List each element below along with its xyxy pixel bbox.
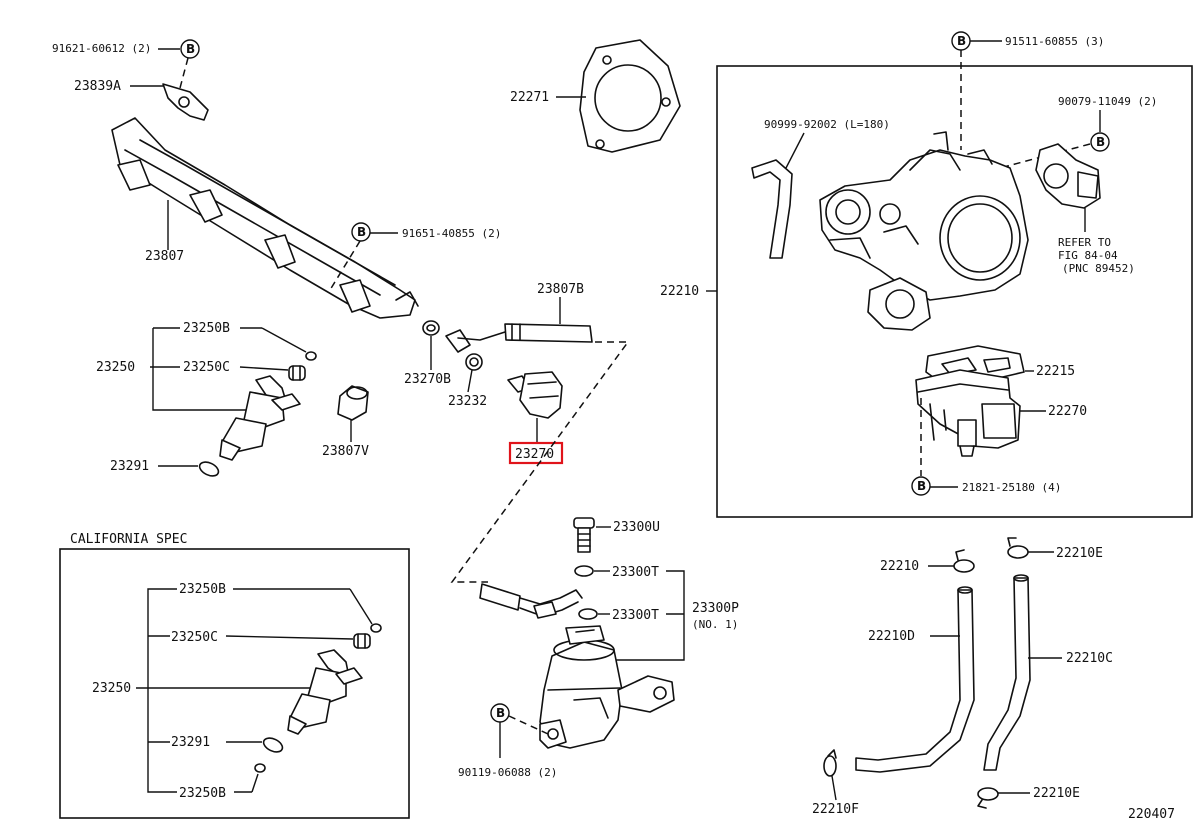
label-23807V[interactable]: 23807V xyxy=(322,444,369,459)
o-ring-small-icon xyxy=(370,623,382,633)
label-23300T-b[interactable]: 23300T xyxy=(612,608,659,623)
gasket-23232-icon xyxy=(465,353,483,371)
bolt-symbol-icon: B xyxy=(911,476,931,496)
label-22210-clip[interactable]: 22210 xyxy=(880,559,919,574)
figure-number: 220407 xyxy=(1128,807,1175,822)
label-23807B[interactable]: 23807B xyxy=(537,282,584,297)
label-22210F[interactable]: 22210F xyxy=(812,802,859,817)
label-23250-top[interactable]: 23250 xyxy=(96,360,135,375)
label-91511[interactable]: 91511-60855 (3) xyxy=(1005,35,1104,48)
label-90119[interactable]: 90119-06088 (2) xyxy=(458,766,557,779)
label-22270[interactable]: 22270 xyxy=(1048,404,1087,419)
label-23270B[interactable]: 23270B xyxy=(404,372,451,387)
water-hose-C-icon xyxy=(983,574,1031,771)
label-23250B-cal-a[interactable]: 23250B xyxy=(179,582,226,597)
fuel-rail-icon xyxy=(111,117,419,319)
label-23270[interactable]: 23270 xyxy=(515,447,554,462)
union-bolt-icon xyxy=(573,517,595,553)
svg-text:B: B xyxy=(186,42,195,56)
fuel-injector-icon xyxy=(219,375,301,461)
label-23300U[interactable]: 23300U xyxy=(613,520,660,535)
hose-clip-icon xyxy=(1007,537,1029,559)
label-22210C[interactable]: 22210C xyxy=(1066,651,1113,666)
label-90999[interactable]: 90999-92002 (L=180) xyxy=(764,118,890,131)
label-23250C-top[interactable]: 23250C xyxy=(183,360,230,375)
water-hose-D-icon xyxy=(855,586,975,773)
label-22271[interactable]: 22271 xyxy=(510,90,549,105)
svg-text:B: B xyxy=(357,225,366,239)
label-22210E-top[interactable]: 22210E xyxy=(1056,546,1103,561)
label-23250C-cal[interactable]: 23250C xyxy=(171,630,218,645)
bolt-symbol-icon: B xyxy=(951,31,971,51)
label-21821[interactable]: 21821-25180 (4) xyxy=(962,481,1061,494)
label-23839A[interactable]: 23839A xyxy=(74,79,121,94)
refer-line3[interactable]: (PNC 89452) xyxy=(1062,262,1135,275)
bolt-symbol-icon: B xyxy=(490,703,510,723)
pressure-regulator-icon xyxy=(507,371,563,419)
o-ring-small-icon xyxy=(305,351,317,361)
hose-clip-icon xyxy=(823,749,837,777)
label-23300T-a[interactable]: 23300T xyxy=(612,565,659,580)
idle-air-valve-icon xyxy=(915,369,1021,457)
bolt-symbol-icon: B xyxy=(1090,132,1110,152)
dashed-leader xyxy=(450,341,630,583)
label-23291-cal[interactable]: 23291 xyxy=(171,735,210,750)
highlight-box xyxy=(508,441,564,465)
gasket-23270B-icon xyxy=(422,320,440,336)
section-label: CALIFORNIA SPEC xyxy=(70,532,187,547)
fuel-pipe-icon xyxy=(479,583,583,619)
o-ring-small-icon xyxy=(254,763,266,773)
fuel-injector-icon xyxy=(287,649,363,735)
hose-clip-icon xyxy=(953,549,975,573)
label-22215[interactable]: 22215 xyxy=(1036,364,1075,379)
label-23300P-sub[interactable]: (NO. 1) xyxy=(692,618,738,631)
california-spec-box xyxy=(59,548,410,819)
vacuum-hose-icon xyxy=(751,159,793,259)
washer-icon xyxy=(578,608,598,620)
refer-line2[interactable]: FIG 84-04 xyxy=(1058,249,1118,262)
bolt-symbol-icon: B xyxy=(351,222,371,242)
label-91651[interactable]: 91651-40855 (2) xyxy=(402,227,501,240)
bolt-symbol-icon: B xyxy=(180,39,200,59)
svg-text:B: B xyxy=(1096,135,1105,149)
refer-line1[interactable]: REFER TO xyxy=(1058,236,1111,249)
label-23300P[interactable]: 23300P xyxy=(692,601,739,616)
label-90079[interactable]: 90079-11049 (2) xyxy=(1058,95,1157,108)
washer-icon xyxy=(574,565,594,577)
label-22210D[interactable]: 22210D xyxy=(868,629,915,644)
svg-text:B: B xyxy=(496,706,505,720)
gasket-22271-icon xyxy=(579,39,681,153)
label-23250-cal[interactable]: 23250 xyxy=(92,681,131,696)
throttle-sensor-icon xyxy=(1035,143,1101,209)
svg-text:B: B xyxy=(917,479,926,493)
label-91621[interactable]: 91621-60612 (2) xyxy=(52,42,151,55)
label-23291-top[interactable]: 23291 xyxy=(110,459,149,474)
label-23250B-cal-b[interactable]: 23250B xyxy=(179,786,226,801)
label-23232[interactable]: 23232 xyxy=(448,394,487,409)
o-ring-icon xyxy=(198,461,220,477)
insulator-icon xyxy=(337,385,369,421)
hose-clip-icon xyxy=(977,787,999,809)
svg-text:B: B xyxy=(957,34,966,48)
fuel-hose-icon xyxy=(445,323,593,353)
throttle-body-icon xyxy=(819,131,1029,331)
bracket-23839A-icon xyxy=(162,83,209,121)
label-23250B-top[interactable]: 23250B xyxy=(183,321,230,336)
pulsation-damper-icon xyxy=(539,625,675,749)
label-22210-main[interactable]: 22210 xyxy=(660,284,699,299)
label-23807[interactable]: 23807 xyxy=(145,249,184,264)
grommet-icon xyxy=(353,633,371,649)
o-ring-icon xyxy=(262,737,284,753)
grommet-icon xyxy=(288,365,306,381)
label-22210E-bot[interactable]: 22210E xyxy=(1033,786,1080,801)
